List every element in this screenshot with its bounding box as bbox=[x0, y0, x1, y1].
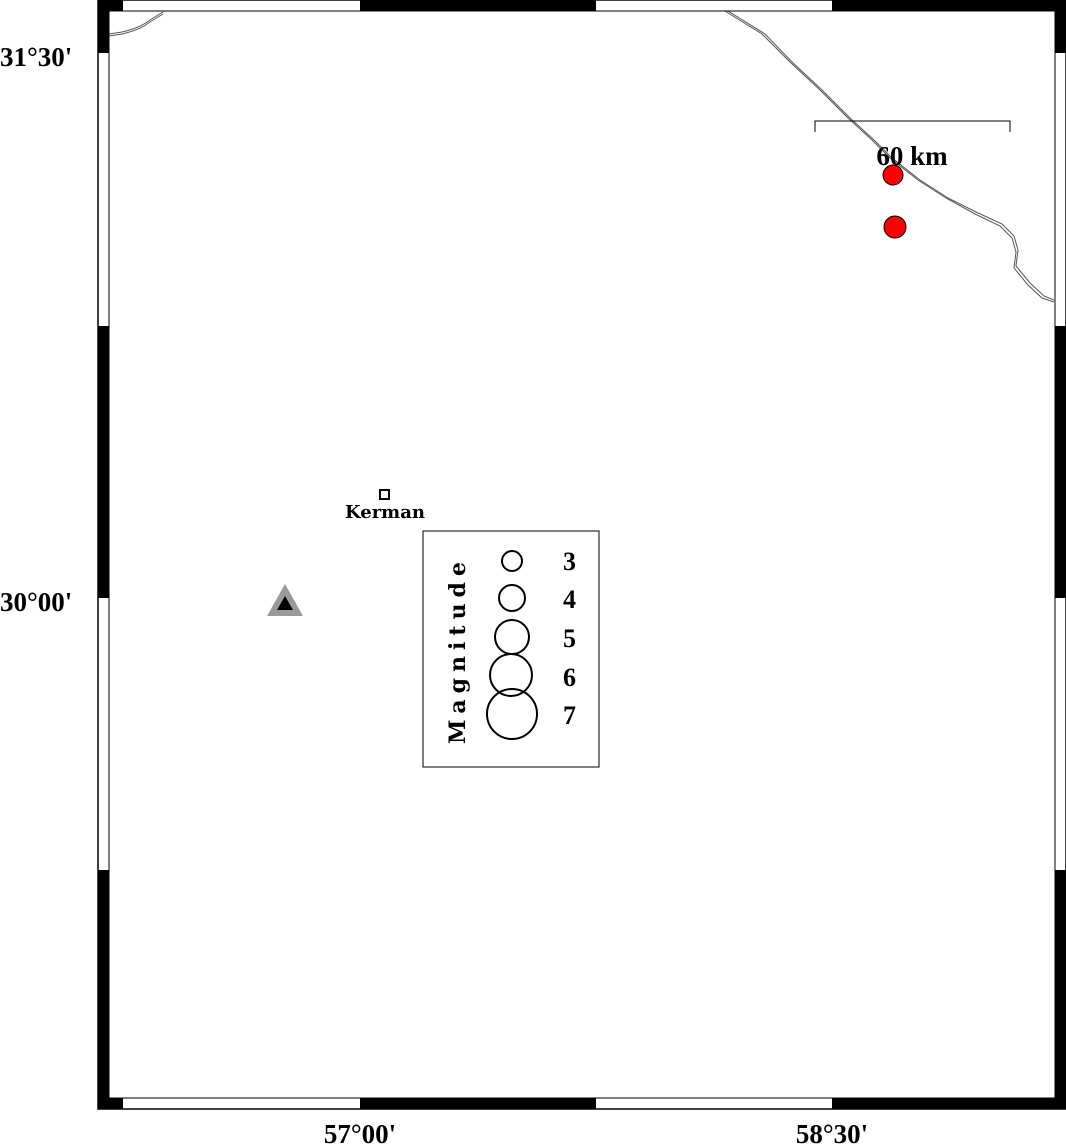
frame-ticks-bottom bbox=[98, 1098, 1066, 1109]
city-marker-icon[interactable] bbox=[379, 489, 390, 500]
legend-value-3: 3 bbox=[563, 547, 576, 576]
city-label: Kerman bbox=[345, 502, 425, 523]
legend-circle-4 bbox=[498, 584, 526, 612]
lat-label-bottom: 30°00' bbox=[0, 587, 72, 617]
magnitude-legend: Magnitude 3 4 5 6 7 bbox=[422, 530, 600, 768]
legend-title: Magnitude bbox=[445, 556, 471, 744]
lat-label-top: 31°30' bbox=[0, 42, 72, 72]
legend-value-6: 6 bbox=[563, 663, 576, 692]
legend-circle-3 bbox=[501, 550, 523, 572]
event-1[interactable] bbox=[882, 164, 904, 186]
scale-bar bbox=[814, 120, 1011, 132]
legend-value-7: 7 bbox=[563, 701, 576, 730]
lon-label-left: 57°00' bbox=[324, 1119, 396, 1147]
frame-ticks-top bbox=[98, 0, 1066, 11]
event-2[interactable] bbox=[883, 215, 907, 239]
legend-value-5: 5 bbox=[563, 624, 576, 653]
frame-ticks-right bbox=[1055, 11, 1066, 1098]
legend-value-4: 4 bbox=[563, 585, 576, 614]
coastline bbox=[108, 10, 1055, 303]
frame-ticks-left bbox=[98, 11, 109, 1098]
station-triangle-icon[interactable] bbox=[267, 584, 303, 616]
legend-circle-7 bbox=[486, 688, 538, 740]
lon-label-right: 58°30' bbox=[796, 1119, 868, 1147]
legend-circle-6 bbox=[489, 653, 533, 697]
